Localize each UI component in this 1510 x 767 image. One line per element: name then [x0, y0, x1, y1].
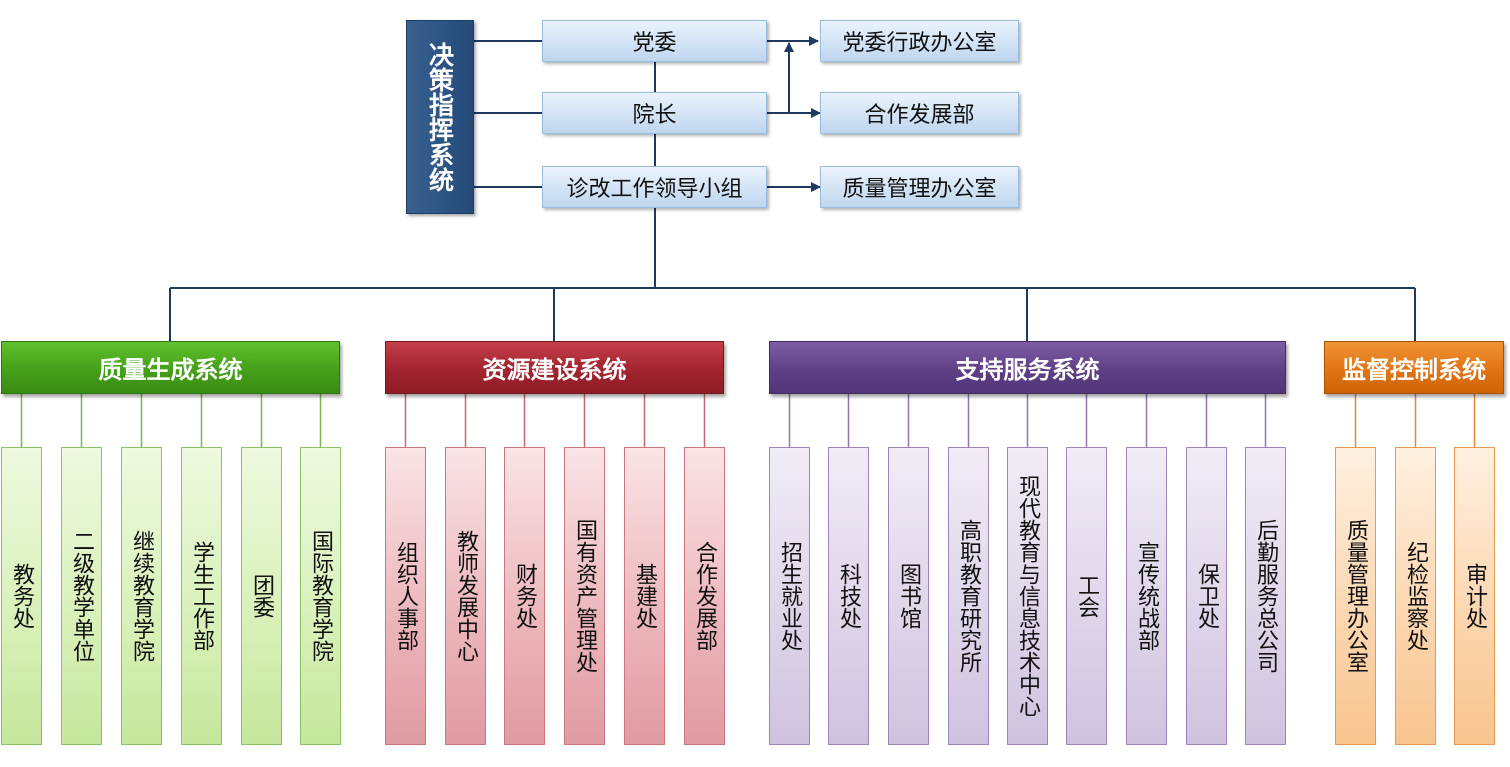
system-title: 支持服务系统	[955, 356, 1100, 384]
unit-box: 继续教育学院	[121, 447, 162, 745]
party-admin-office-box: 党委行政办公室	[820, 20, 1019, 62]
unit-box: 纪检监察处	[1395, 447, 1436, 745]
system-title: 质量生成系统	[98, 356, 243, 384]
unit-box: 组织人事部	[385, 447, 426, 745]
unit-label: 审计处	[1462, 563, 1488, 629]
unit-box: 图书馆	[888, 447, 929, 745]
unit-label: 教务处	[9, 563, 35, 629]
president-box: 院长	[542, 92, 767, 134]
unit-label: 招生就业处	[777, 541, 803, 651]
unit-box: 审计处	[1454, 447, 1495, 745]
unit-box: 财务处	[504, 447, 545, 745]
unit-box: 工会	[1066, 447, 1107, 745]
unit-label: 纪检监察处	[1403, 541, 1429, 651]
unit-label: 组织人事部	[393, 541, 419, 651]
decision-system-box: 决策指挥系统	[406, 20, 474, 214]
unit-label: 合作发展部	[692, 541, 718, 651]
unit-label: 质量管理办公室	[1343, 519, 1369, 673]
quality-generation-header: 质量生成系统	[1, 341, 340, 394]
resource-construction-header: 资源建设系统	[385, 341, 724, 394]
party-committee-label: 党委	[632, 31, 677, 56]
unit-box: 高职教育研究所	[948, 447, 989, 745]
unit-box: 基建处	[624, 447, 665, 745]
unit-box: 国有资产管理处	[564, 447, 605, 745]
quality-office-box: 质量管理办公室	[820, 166, 1019, 208]
party-admin-office-label: 党委行政办公室	[842, 31, 997, 56]
system-title: 监督控制系统	[1342, 356, 1486, 384]
unit-box: 合作发展部	[684, 447, 725, 745]
unit-box: 现代教育与信息技术中心	[1007, 447, 1048, 745]
unit-label: 高职教育研究所	[956, 519, 982, 673]
unit-label: 现代教育与信息技术中心	[1015, 475, 1041, 717]
unit-label: 宣传统战部	[1134, 541, 1160, 651]
unit-label: 教师发展中心	[453, 530, 479, 662]
unit-label: 工会	[1074, 574, 1100, 618]
unit-label: 财务处	[512, 563, 538, 629]
unit-box: 后勤服务总公司	[1245, 447, 1286, 745]
unit-label: 国有资产管理处	[572, 519, 598, 673]
unit-box: 宣传统战部	[1126, 447, 1167, 745]
cooperation-dept-box: 合作发展部	[820, 92, 1019, 134]
unit-label: 学生工作部	[189, 541, 215, 651]
president-label: 院长	[632, 103, 677, 128]
unit-label: 团委	[249, 574, 275, 618]
unit-label: 图书馆	[896, 563, 922, 629]
unit-box: 教务处	[1, 447, 42, 745]
unit-box: 科技处	[828, 447, 869, 745]
support-service-header: 支持服务系统	[769, 341, 1286, 394]
system-title: 资源建设系统	[482, 356, 627, 384]
unit-label: 二级教学单位	[69, 530, 95, 662]
unit-box: 保卫处	[1186, 447, 1227, 745]
unit-box: 学生工作部	[181, 447, 222, 745]
unit-box: 团委	[241, 447, 282, 745]
unit-label: 科技处	[836, 563, 862, 629]
unit-box: 招生就业处	[769, 447, 810, 745]
diagnosis-leading-group-label: 诊改工作领导小组	[566, 177, 743, 202]
diagnosis-leading-group-box: 诊改工作领导小组	[542, 166, 767, 208]
unit-box: 国际教育学院	[300, 447, 341, 745]
party-committee-box: 党委	[542, 20, 767, 62]
unit-label: 国际教育学院	[308, 530, 334, 662]
supervision-control-header: 监督控制系统	[1324, 341, 1504, 394]
unit-label: 保卫处	[1194, 563, 1220, 629]
cooperation-dept-label: 合作发展部	[864, 103, 975, 128]
unit-label: 基建处	[632, 563, 658, 629]
unit-label: 后勤服务总公司	[1253, 519, 1279, 673]
unit-box: 教师发展中心	[445, 447, 486, 745]
unit-label: 继续教育学院	[129, 530, 155, 662]
unit-box: 二级教学单位	[61, 447, 102, 745]
decision-system-label: 决策指挥系统	[425, 42, 455, 192]
unit-box: 质量管理办公室	[1335, 447, 1376, 745]
quality-office-label: 质量管理办公室	[842, 177, 997, 202]
